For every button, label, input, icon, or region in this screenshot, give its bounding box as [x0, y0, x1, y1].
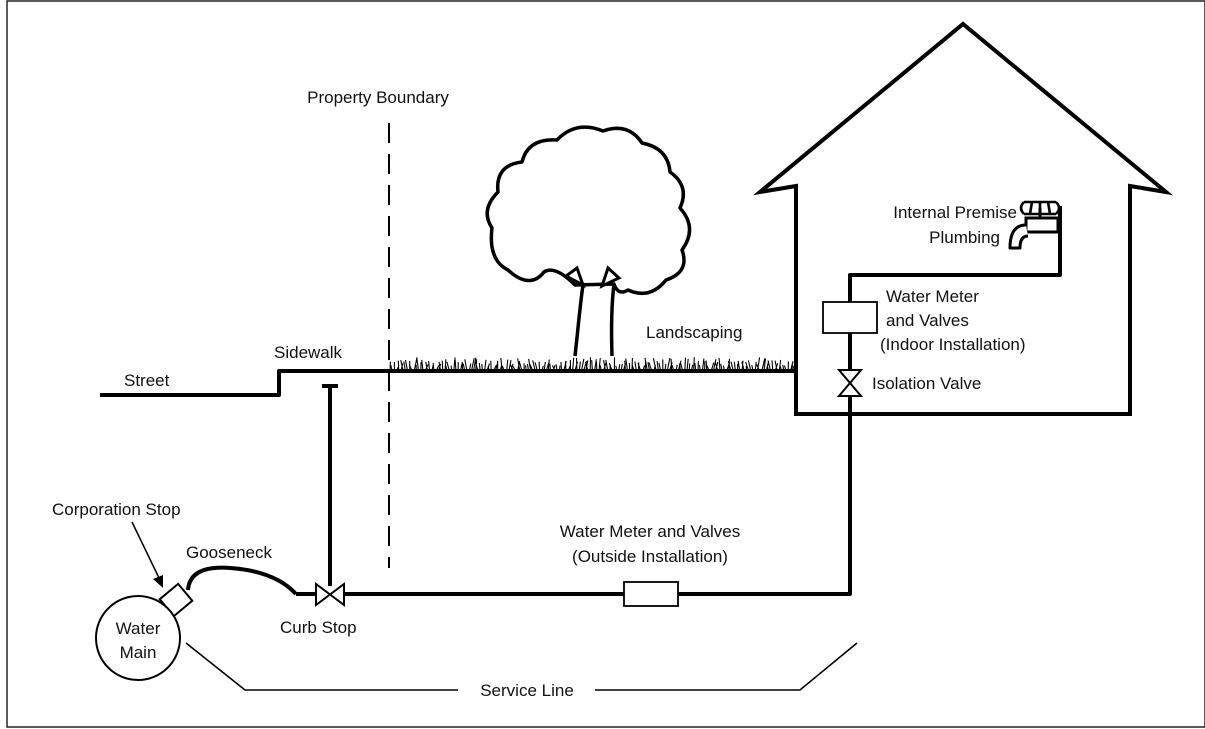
corporation-stop-arrowhead: [153, 575, 163, 588]
service-line-bracket-left: [185, 642, 458, 691]
curb-stop-valve: [315, 582, 345, 607]
outdoor-meter-label-line1: Water Meter and Valves: [560, 522, 740, 541]
outdoor-water-meter: [623, 581, 679, 607]
internal-plumbing-label-line1: Internal Premise: [893, 203, 1017, 222]
isolation-valve-label: Isolation Valve: [872, 374, 981, 393]
gooseneck-label: Gooseneck: [186, 543, 272, 562]
service-pipe: [344, 396, 852, 596]
curb-stop-label: Curb Stop: [280, 618, 357, 637]
gooseneck-pipe: [186, 565, 298, 596]
grass-blades: [389, 357, 796, 372]
water-main: [95, 595, 181, 681]
landscaping-label: Landscaping: [646, 323, 742, 342]
street-label: Street: [124, 371, 170, 390]
corporation-stop-arrow: [131, 521, 161, 581]
internal-plumbing-label-line2: Plumbing: [929, 228, 1000, 247]
corporation-stop-label: Corporation Stop: [52, 500, 181, 519]
isolation-valve: [836, 369, 864, 397]
sidewalk-label: Sidewalk: [274, 343, 343, 362]
indoor-meter-label-line2: and Valves: [886, 311, 969, 330]
water-main-label-line1: Water: [116, 619, 161, 638]
indoor-pipe: [848, 254, 1062, 302]
diagram-frame: [6, 0, 1205, 728]
indoor-water-meter: [822, 301, 878, 334]
faucet-icon: [1008, 200, 1062, 254]
tree-icon: [485, 125, 692, 357]
property-boundary-label: Property Boundary: [307, 88, 449, 107]
grass-landscaping: [389, 357, 796, 372]
water-main-label-line2: Main: [120, 643, 157, 662]
service-line-bracket-right: [595, 642, 858, 691]
service-line-label: Service Line: [480, 681, 574, 700]
indoor-meter-label-line1: Water Meter: [886, 287, 979, 306]
street-sidewalk-surface: [100, 369, 796, 397]
indoor-meter-label-line3: (Indoor Installation): [880, 335, 1026, 354]
outdoor-meter-label-line2: (Outside Installation): [572, 547, 728, 566]
